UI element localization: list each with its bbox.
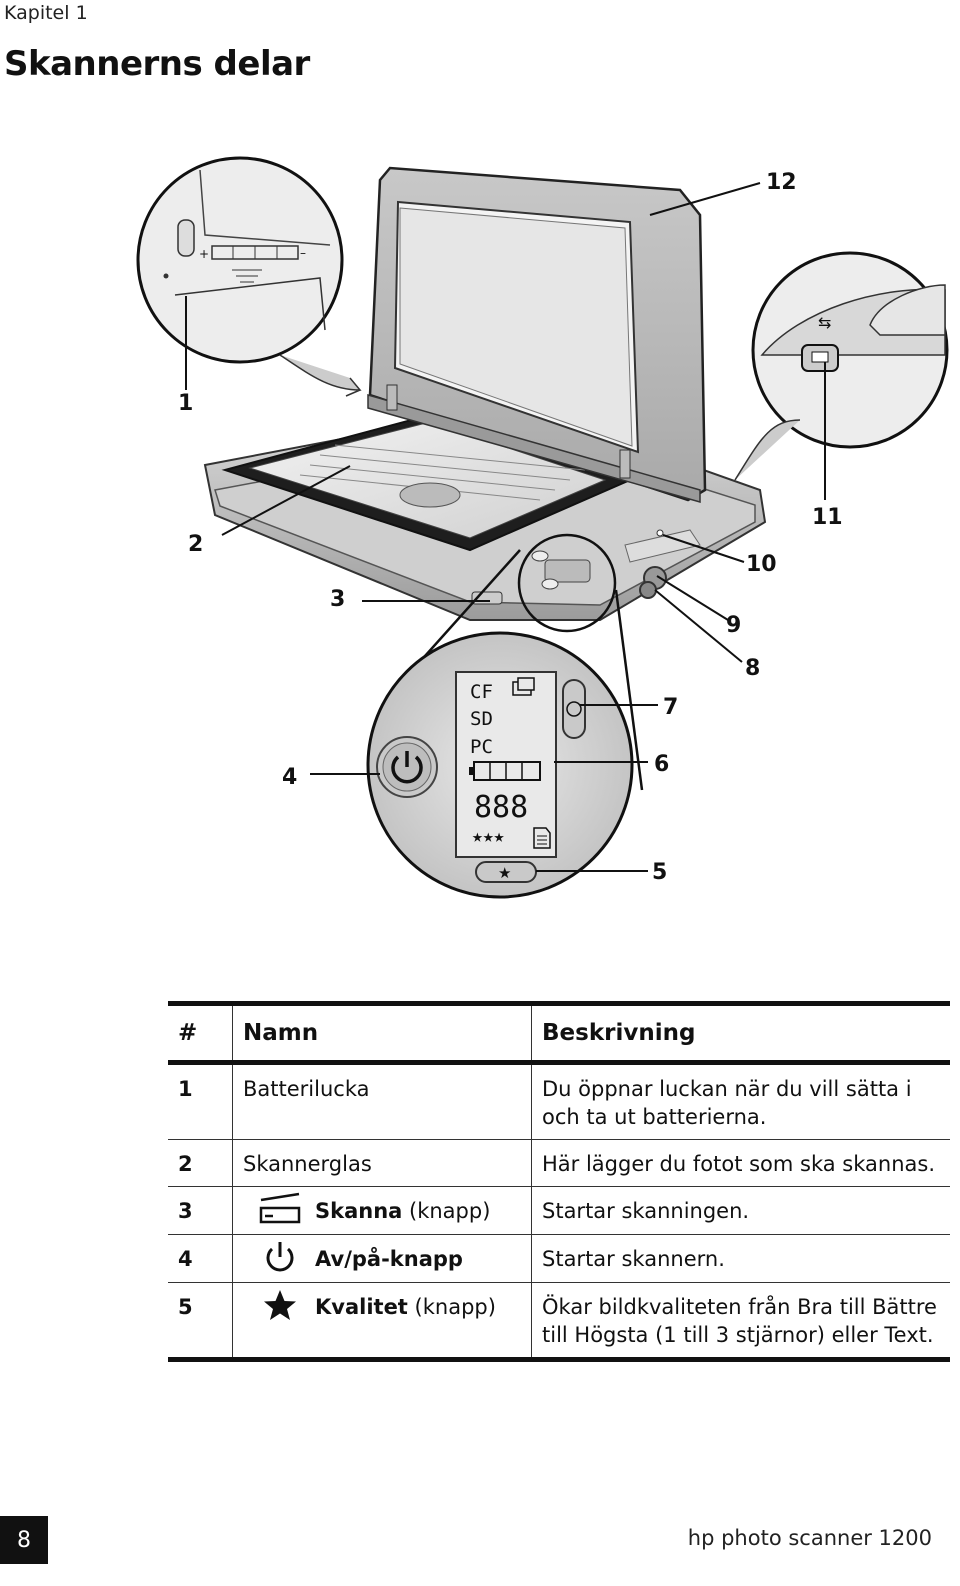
- row-name-cell: Kvalitet (knapp): [232, 1282, 532, 1360]
- callout-10: 10: [746, 552, 777, 577]
- callout-8: 8: [745, 656, 760, 681]
- lcd-cf-label: CF: [470, 681, 493, 703]
- print-icon: [566, 701, 582, 717]
- lcd-sd-label: SD: [470, 708, 493, 730]
- page-title: Skannerns delar: [4, 44, 310, 84]
- scanner-diagram: + – ⇆ CF SD PC: [0, 150, 960, 910]
- table-row: 1 Batterilucka Du öppnar luckan när du v…: [168, 1062, 950, 1140]
- row-desc: Här lägger du fotot som ska skannas.: [531, 1139, 950, 1187]
- usb-port-zoom: ⇆: [734, 251, 949, 500]
- callout-2: 2: [188, 532, 203, 557]
- row-num: 2: [168, 1139, 233, 1187]
- row-num: 5: [168, 1282, 233, 1360]
- row-name: Skannerglas: [232, 1139, 532, 1187]
- row-num: 1: [178, 1077, 193, 1101]
- scanner-lid: [367, 166, 707, 503]
- row-name-cell: Skanna (knapp): [232, 1186, 532, 1235]
- lcd-pc-label: PC: [470, 736, 493, 758]
- row-num: 3: [168, 1186, 233, 1235]
- row-name-suffix: (knapp): [402, 1199, 491, 1223]
- callout-9: 9: [726, 613, 741, 638]
- battery-plus-sign: +: [199, 247, 209, 261]
- row-name: Batterilucka: [232, 1062, 532, 1140]
- table-row: 4 Av/på-knapp Startar skannern.: [168, 1234, 950, 1283]
- lcd-battery-icon: [469, 761, 541, 781]
- callout-1: 1: [178, 391, 193, 416]
- row-name: Kvalitet: [315, 1295, 408, 1319]
- callout-6: 6: [654, 752, 669, 777]
- header-desc: Beskrivning: [531, 1003, 950, 1065]
- power-button[interactable]: [376, 736, 438, 798]
- parts-table: # Namn Beskrivning 1 Batterilucka Du öpp…: [168, 1001, 950, 1362]
- lcd-text-doc-icon: [533, 827, 551, 849]
- callout-12: 12: [766, 170, 797, 195]
- callout-4: 4: [282, 765, 297, 790]
- callout-7: 7: [663, 695, 678, 720]
- product-name: hp photo scanner 1200: [687, 1526, 932, 1550]
- table-row: 5 Kvalitet (knapp) Ökar bildkvaliteten f…: [168, 1282, 950, 1360]
- power-icon: [266, 1242, 294, 1272]
- row-desc: Startar skannern.: [531, 1234, 950, 1283]
- table-header-row: # Namn Beskrivning: [168, 1003, 950, 1065]
- header-name: Namn: [232, 1003, 532, 1065]
- callout-11: 11: [812, 505, 843, 530]
- row-name: Av/på-knapp: [315, 1247, 463, 1271]
- lcd-quality-stars: ★★★: [472, 826, 505, 847]
- lcd-digits: 888: [474, 790, 528, 825]
- row-desc: Du öppnar luckan när du vill sätta i och…: [542, 1077, 912, 1129]
- battery-door-zoom: + –: [136, 156, 362, 397]
- quality-button[interactable]: ★: [475, 861, 537, 883]
- control-panel-zoom: CF SD PC 888 ★★★: [366, 549, 644, 899]
- table-row: 2 Skannerglas Här lägger du fotot som sk…: [168, 1139, 950, 1187]
- callout-3: 3: [330, 587, 345, 612]
- print-button[interactable]: [562, 679, 586, 739]
- page-number: 8: [0, 1516, 48, 1564]
- star-icon: [264, 1290, 296, 1320]
- table-row: 3 Skanna (knapp) Startar skanningen.: [168, 1186, 950, 1235]
- row-name: Skanna: [315, 1199, 403, 1223]
- battery-minus-sign: –: [300, 246, 306, 260]
- header-num: #: [168, 1003, 233, 1065]
- star-icon: ★: [498, 864, 511, 882]
- row-num: 4: [168, 1234, 233, 1283]
- chapter-label: Kapitel 1: [4, 2, 88, 24]
- lcd-print-icon: [512, 677, 535, 696]
- row-desc: Ökar bildkvaliteten från Bra till Bättre…: [531, 1282, 950, 1360]
- power-icon: [391, 755, 423, 784]
- usb-icon: ⇆: [818, 313, 831, 332]
- callout-5: 5: [652, 860, 667, 885]
- callout-lines: [221, 182, 761, 872]
- row-name-suffix: (knapp): [407, 1295, 496, 1319]
- row-name-cell: Av/på-knapp: [232, 1234, 532, 1283]
- scan-icon: [259, 1192, 301, 1224]
- row-desc: Startar skanningen.: [531, 1186, 950, 1235]
